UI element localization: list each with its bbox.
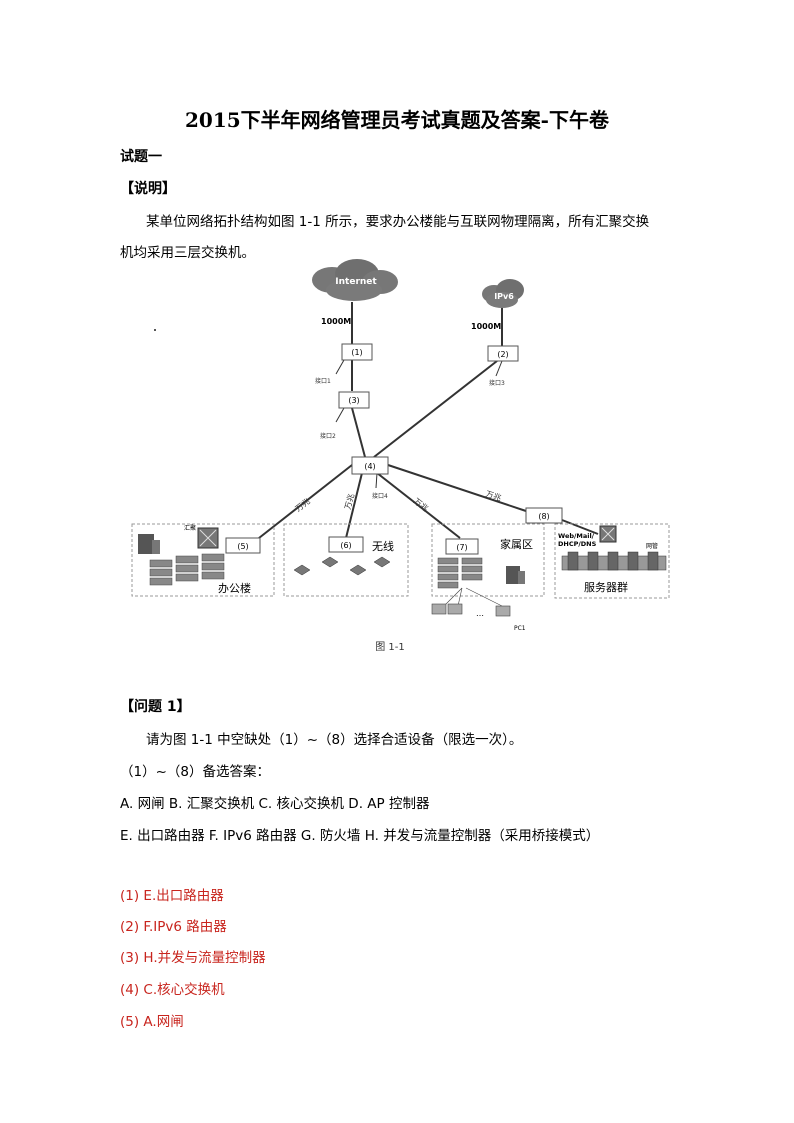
link-label-residential: 万兆: [412, 496, 431, 514]
port-2-label: 接口2: [320, 432, 336, 440]
options-line-1: A. 网闸 B. 汇聚交换机 C. 核心交换机 D. AP 控制器: [120, 796, 430, 812]
question1-heading: 【问题 1】: [120, 699, 191, 715]
line-4-to-5: [258, 464, 353, 539]
figure-caption: 图 1-1: [375, 641, 405, 653]
zone-residential-border: [431, 523, 545, 597]
aggregation-label: 汇聚: [184, 524, 196, 532]
section-heading: 试题一: [120, 149, 162, 165]
bandwidth-left-label: 1000M: [321, 317, 351, 326]
ipv6-cloud-label: IPv6: [494, 292, 514, 301]
device-box-3: [338, 391, 370, 409]
device-box-2-label: (2): [497, 350, 508, 359]
device-box-8: [525, 507, 563, 524]
options-heading: （1）~（8）备选答案：: [120, 764, 270, 780]
line-8-to-servers: [561, 519, 599, 535]
answer-3: (3) H.并发与流量控制器: [120, 950, 266, 966]
wireless-ap-icons: [293, 556, 391, 576]
server-firewall-icon: [599, 525, 617, 543]
internet-cloud-label: Internet: [335, 277, 377, 287]
line-3-to-4: [351, 407, 366, 458]
office-server-icon: [138, 534, 160, 554]
device-box-6-label: (6): [340, 541, 351, 550]
office-gateway-icon: [197, 527, 219, 549]
server-rack-icons: [561, 551, 667, 571]
port1-arrow: [335, 359, 345, 375]
document-title: 2015下半年网络管理员考试真题及答案-下午卷: [185, 108, 609, 132]
port3-arrow: [495, 360, 503, 377]
residential-server-icon: [506, 566, 525, 584]
line-2-to-4: [373, 360, 498, 458]
answer-4: (4) C.核心交换机: [120, 982, 225, 998]
link-label-wireless: 万兆: [342, 492, 356, 510]
device-box-6: [328, 536, 364, 553]
device-box-5: [225, 537, 261, 554]
zone-office-border: [131, 523, 275, 597]
description-line-2: 机均采用三层交换机。: [120, 245, 255, 261]
port-4-label: 接口4: [372, 492, 388, 500]
link-label-servers: 万兆: [484, 488, 502, 502]
bandwidth-right-label: 1000M: [471, 322, 501, 331]
description-heading: 【说明】: [120, 181, 176, 197]
pc1-label: PC1: [514, 625, 526, 632]
device-box-4: [351, 456, 389, 475]
device-box-8-label: (8): [538, 512, 549, 521]
port2-arrow: [335, 407, 345, 423]
description-line-1: 某单位网络拓扑结构如图 1-1 所示，要求办公楼能与互联网物理隔离，所有汇聚交换: [146, 214, 650, 230]
port-3-label: 接口3: [489, 379, 505, 387]
port4-arrow: [375, 472, 378, 489]
web-mail-label: Web/Mail/: [558, 532, 595, 540]
device-box-4-label: (4): [364, 462, 375, 471]
port-1-label: 接口1: [315, 377, 331, 385]
question1-prompt: 请为图 1-1 中空缺处（1）~（8）选择合适设备（限选一次）。: [146, 732, 523, 748]
residential-switch-stack-icon: [437, 557, 483, 589]
network-topology-diagram: Internet IPv6 1000M 1000M (1) (2) (3) (4…: [131, 259, 670, 653]
device-box-1-label: (1): [351, 348, 362, 357]
answer-1: (1) E.出口路由器: [120, 888, 224, 904]
line-4-to-8: [387, 464, 527, 512]
device-box-2: [487, 345, 519, 362]
device-box-7-label: (7): [456, 543, 467, 552]
scan-mark: [154, 329, 156, 331]
zone-residential-label: 家属区: [500, 537, 533, 551]
answer-2: (2) F.IPv6 路由器: [120, 919, 227, 935]
device-box-7: [445, 538, 479, 555]
zone-servers-border: [554, 523, 670, 599]
device-box-3-label: (3): [348, 396, 359, 405]
office-switch-stack-icon: [149, 553, 225, 586]
pc-icons: [431, 587, 511, 617]
dhcp-dns-label: DHCP/DNS: [558, 540, 597, 548]
device-box-5-label: (5): [237, 542, 248, 551]
device-box-1: [341, 343, 373, 361]
answer-5: (5) A.网闸: [120, 1014, 184, 1030]
zone-office-label: 办公楼: [218, 581, 251, 595]
internet-cloud-icon: [312, 259, 398, 301]
pc-ellipsis-label: …: [476, 609, 484, 618]
ipv6-cloud-icon: [482, 279, 524, 308]
zone-servers-label: 服务器群: [584, 580, 628, 594]
zone-wireless-border: [283, 523, 409, 597]
topology-links: [131, 302, 670, 599]
gateway-label: 网管: [646, 542, 658, 550]
line-4-to-7: [376, 472, 461, 539]
zone-wireless-label: 无线: [372, 539, 394, 553]
line-4-to-6: [345, 472, 363, 539]
options-line-2: E. 出口路由器 F. IPv6 路由器 G. 防火墙 H. 并发与流量控制器（…: [120, 828, 600, 844]
